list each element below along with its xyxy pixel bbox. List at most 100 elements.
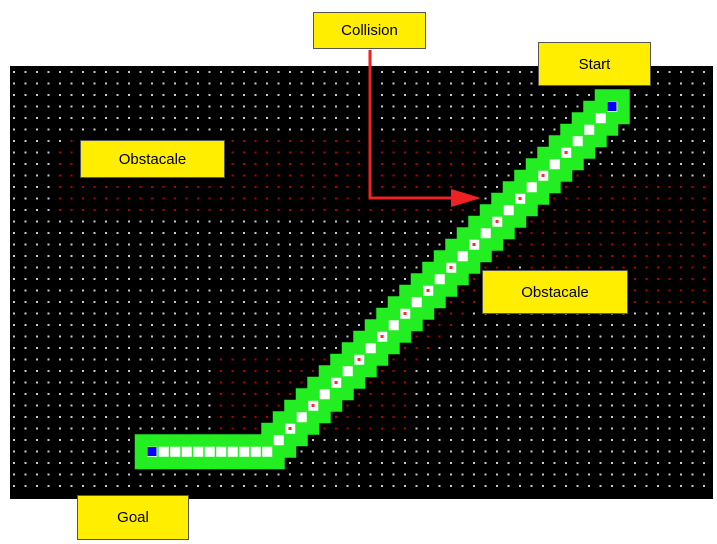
grid-dot — [13, 324, 15, 326]
path-cell — [525, 204, 538, 217]
grid-dot — [392, 140, 395, 142]
grid-dot — [542, 404, 544, 407]
grid-dot — [70, 393, 73, 395]
path-cell — [468, 250, 481, 263]
grid-dot — [450, 439, 452, 441]
grid-dot — [116, 462, 119, 464]
grid-dot — [323, 473, 326, 476]
path-cell — [537, 158, 550, 171]
grid-dot — [703, 128, 705, 131]
grid-dot — [358, 439, 360, 441]
path-center-cell — [342, 366, 353, 377]
grid-dot — [553, 243, 556, 246]
grid-dot — [473, 128, 475, 131]
grid-dot — [231, 209, 234, 211]
grid-dot — [243, 71, 245, 73]
grid-dot — [668, 404, 671, 407]
grid-dot — [622, 255, 625, 257]
path-cell — [422, 273, 435, 286]
grid-dot — [82, 232, 84, 234]
grid-dot — [703, 301, 705, 303]
grid-dot — [162, 94, 165, 96]
grid-dot — [174, 347, 176, 349]
grid-dot — [358, 255, 360, 257]
grid-dot — [392, 404, 395, 407]
grid-dot — [668, 381, 671, 384]
grid-dot — [323, 243, 326, 246]
path-cell — [226, 434, 239, 447]
grid-dot — [300, 255, 303, 257]
grid-dot — [36, 358, 38, 361]
collision-dot — [380, 335, 384, 338]
grid-dot — [507, 324, 510, 326]
grid-dot — [13, 105, 15, 108]
grid-dot — [634, 473, 636, 476]
grid-dot — [680, 404, 682, 407]
grid-dot — [231, 94, 234, 96]
grid-dot — [47, 255, 50, 257]
grid-dot — [542, 255, 544, 257]
grid-dot — [369, 220, 372, 223]
grid-dot — [70, 186, 73, 188]
grid-dot — [139, 117, 142, 119]
grid-dot — [289, 485, 291, 487]
grid-dot — [473, 312, 475, 315]
grid-dot — [151, 393, 153, 395]
grid-dot — [461, 450, 464, 453]
grid-dot — [116, 128, 119, 131]
grid-dot — [323, 324, 326, 326]
grid-dot — [381, 462, 383, 464]
grid-dot — [197, 393, 199, 395]
grid-dot — [289, 82, 291, 85]
grid-dot — [13, 266, 15, 269]
grid-dot — [553, 128, 556, 131]
grid-dot — [645, 312, 648, 315]
grid-dot — [668, 243, 671, 246]
path-cell — [560, 123, 573, 136]
grid-dot — [243, 312, 245, 315]
path-cell — [617, 89, 630, 102]
grid-dot — [450, 128, 452, 131]
grid-dot — [622, 243, 625, 246]
grid-dot — [197, 416, 199, 418]
path-cell — [571, 112, 584, 125]
grid-dot — [381, 232, 383, 234]
grid-dot — [381, 128, 383, 131]
grid-dot — [507, 128, 510, 131]
grid-dot — [277, 404, 280, 407]
path-cell — [376, 353, 389, 366]
path-center-cell — [250, 446, 261, 457]
grid-dot — [680, 82, 682, 85]
grid-dot — [13, 117, 15, 119]
grid-dot — [266, 232, 268, 234]
grid-dot — [427, 186, 429, 188]
grid-dot — [197, 358, 199, 361]
grid-dot — [438, 151, 441, 154]
grid-dot — [507, 462, 510, 464]
grid-dot — [128, 450, 130, 453]
grid-dot — [70, 255, 73, 257]
grid-dot — [484, 163, 487, 165]
grid-dot — [415, 370, 418, 372]
grid-dot — [381, 71, 383, 73]
grid-dot — [243, 324, 245, 326]
grid-dot — [427, 163, 429, 165]
grid-dot — [231, 278, 234, 280]
grid-dot — [36, 427, 38, 430]
grid-dot — [668, 427, 671, 430]
grid-dot — [116, 105, 119, 108]
grid-dot — [392, 117, 395, 119]
grid-dot — [151, 117, 153, 119]
collision-arrow-line — [368, 50, 455, 200]
grid-dot — [657, 485, 659, 487]
grid-dot — [300, 82, 303, 85]
grid-dot — [680, 140, 682, 142]
grid-dot — [243, 186, 245, 188]
grid-dot — [13, 312, 15, 315]
grid-dot — [691, 163, 694, 165]
grid-dot — [47, 220, 50, 223]
grid-dot — [24, 140, 27, 142]
grid-dot — [220, 347, 222, 349]
grid-dot — [197, 312, 199, 315]
grid-dot — [13, 94, 15, 96]
